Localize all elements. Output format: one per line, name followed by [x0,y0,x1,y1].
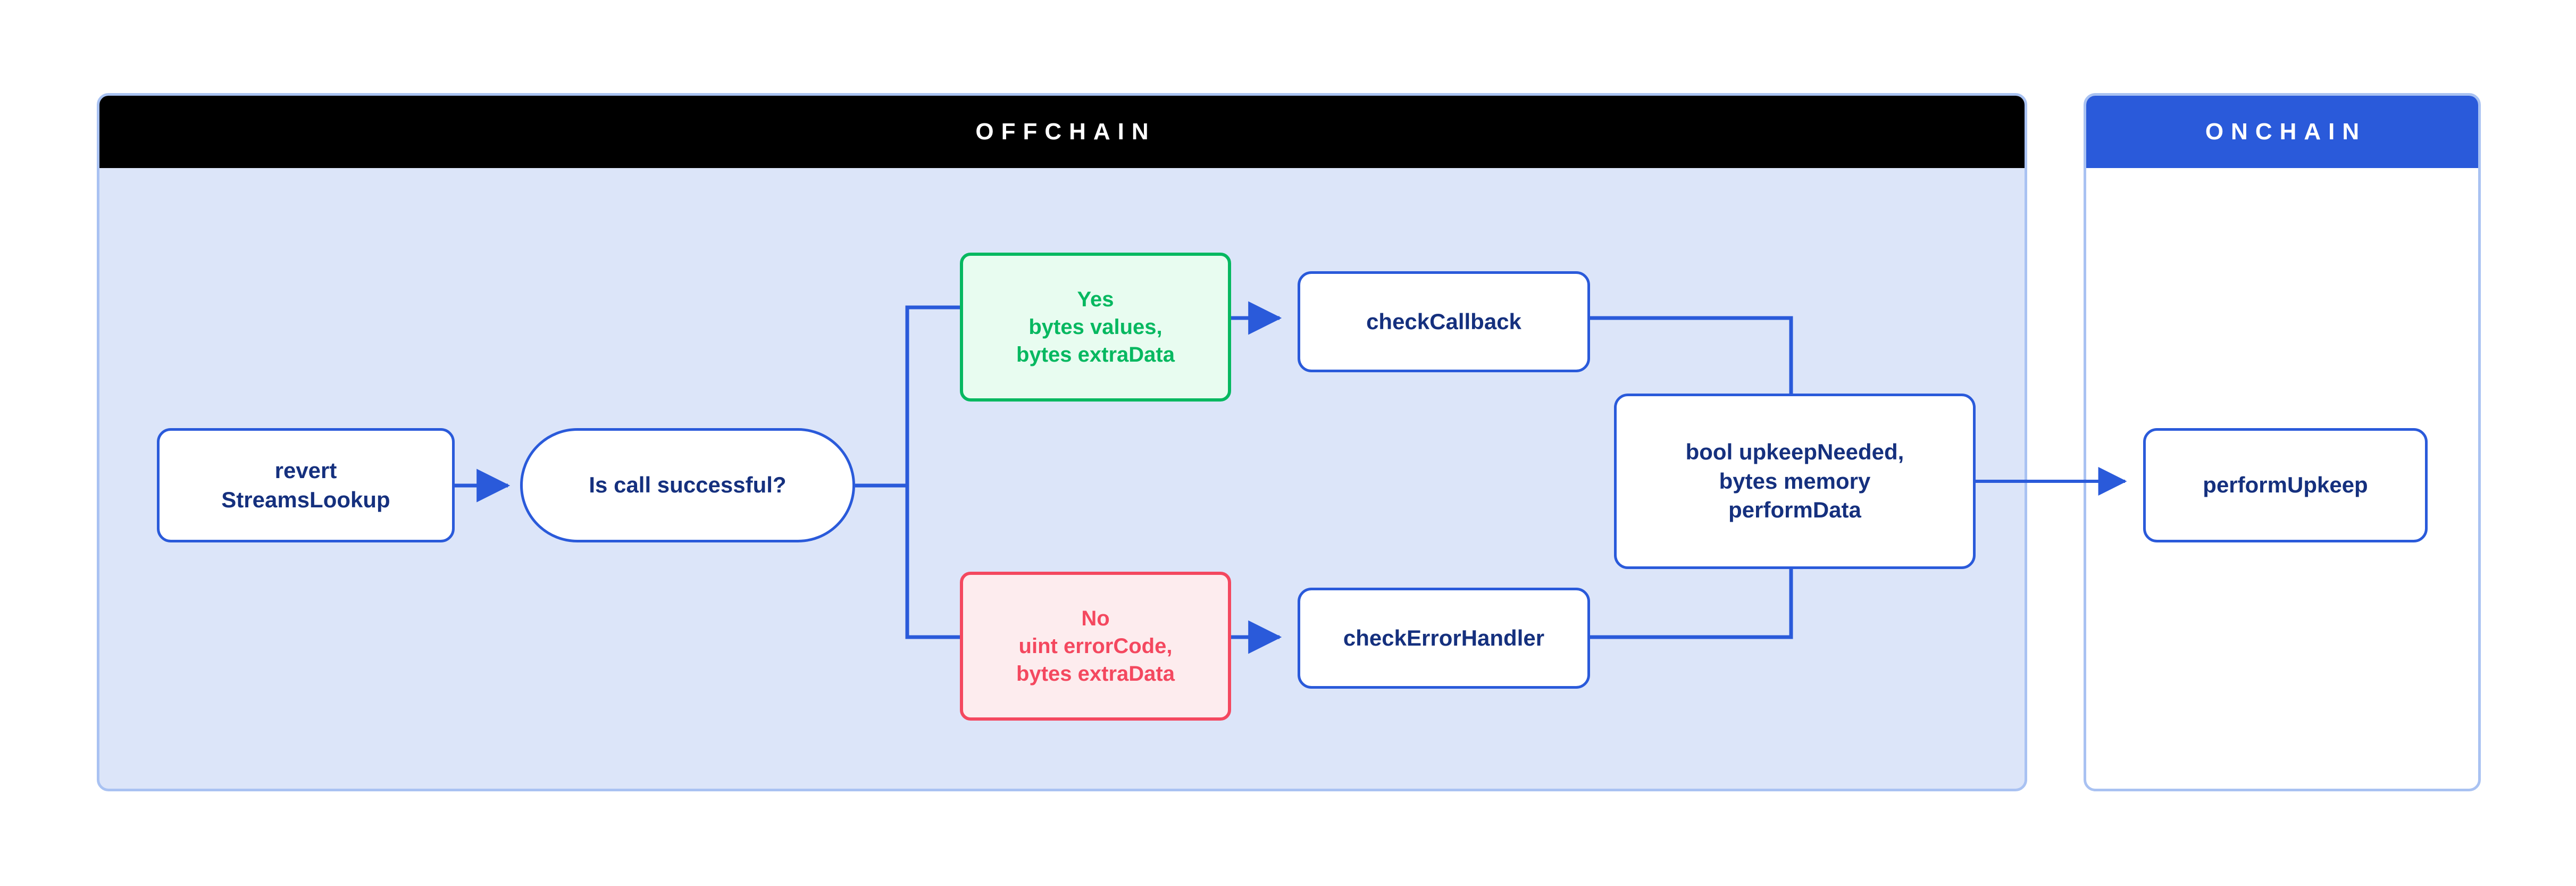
node-yes-line-3: bytes extraData [1016,343,1175,366]
node-revert-streamslookup[interactable]: revert StreamsLookup [157,428,455,542]
node-is-call-successful[interactable]: Is call successful? [520,428,855,542]
node-checkerrorhandler-label: checkErrorHandler [1343,625,1545,650]
onchain-panel-title: ONCHAIN [2086,96,2478,168]
offchain-panel-title: OFFCHAIN [99,96,2025,168]
node-no-line-2: uint errorCode, [1018,634,1173,658]
node-revert-line-2: StreamsLookup [221,487,390,512]
node-upkeepneeded-line-1: bool upkeepNeeded, [1685,439,1904,465]
node-performupkeep[interactable]: performUpkeep [2143,428,2428,542]
node-upkeepneeded-performdata[interactable]: bool upkeepNeeded, bytes memory performD… [1614,394,1976,569]
node-performupkeep-label: performUpkeep [2203,472,2368,498]
node-yes-line-2: bytes values, [1028,315,1162,339]
node-no-line-1: No [1081,607,1110,630]
node-upkeepneeded-line-2: bytes memory [1719,468,1871,494]
node-checkcallback[interactable]: checkCallback [1298,271,1590,372]
node-checkerrorhandler[interactable]: checkErrorHandler [1298,588,1590,689]
node-no-line-3: bytes extraData [1016,662,1175,686]
node-yes-line-1: Yes [1077,288,1114,311]
node-checkcallback-label: checkCallback [1366,308,1521,334]
node-revert-line-1: revert [274,457,337,483]
node-yes-branch[interactable]: Yes bytes values, bytes extraData [960,253,1231,402]
node-upkeepneeded-line-3: performData [1728,497,1861,523]
node-decision-label: Is call successful? [589,472,787,498]
node-no-branch[interactable]: No uint errorCode, bytes extraData [960,572,1231,721]
